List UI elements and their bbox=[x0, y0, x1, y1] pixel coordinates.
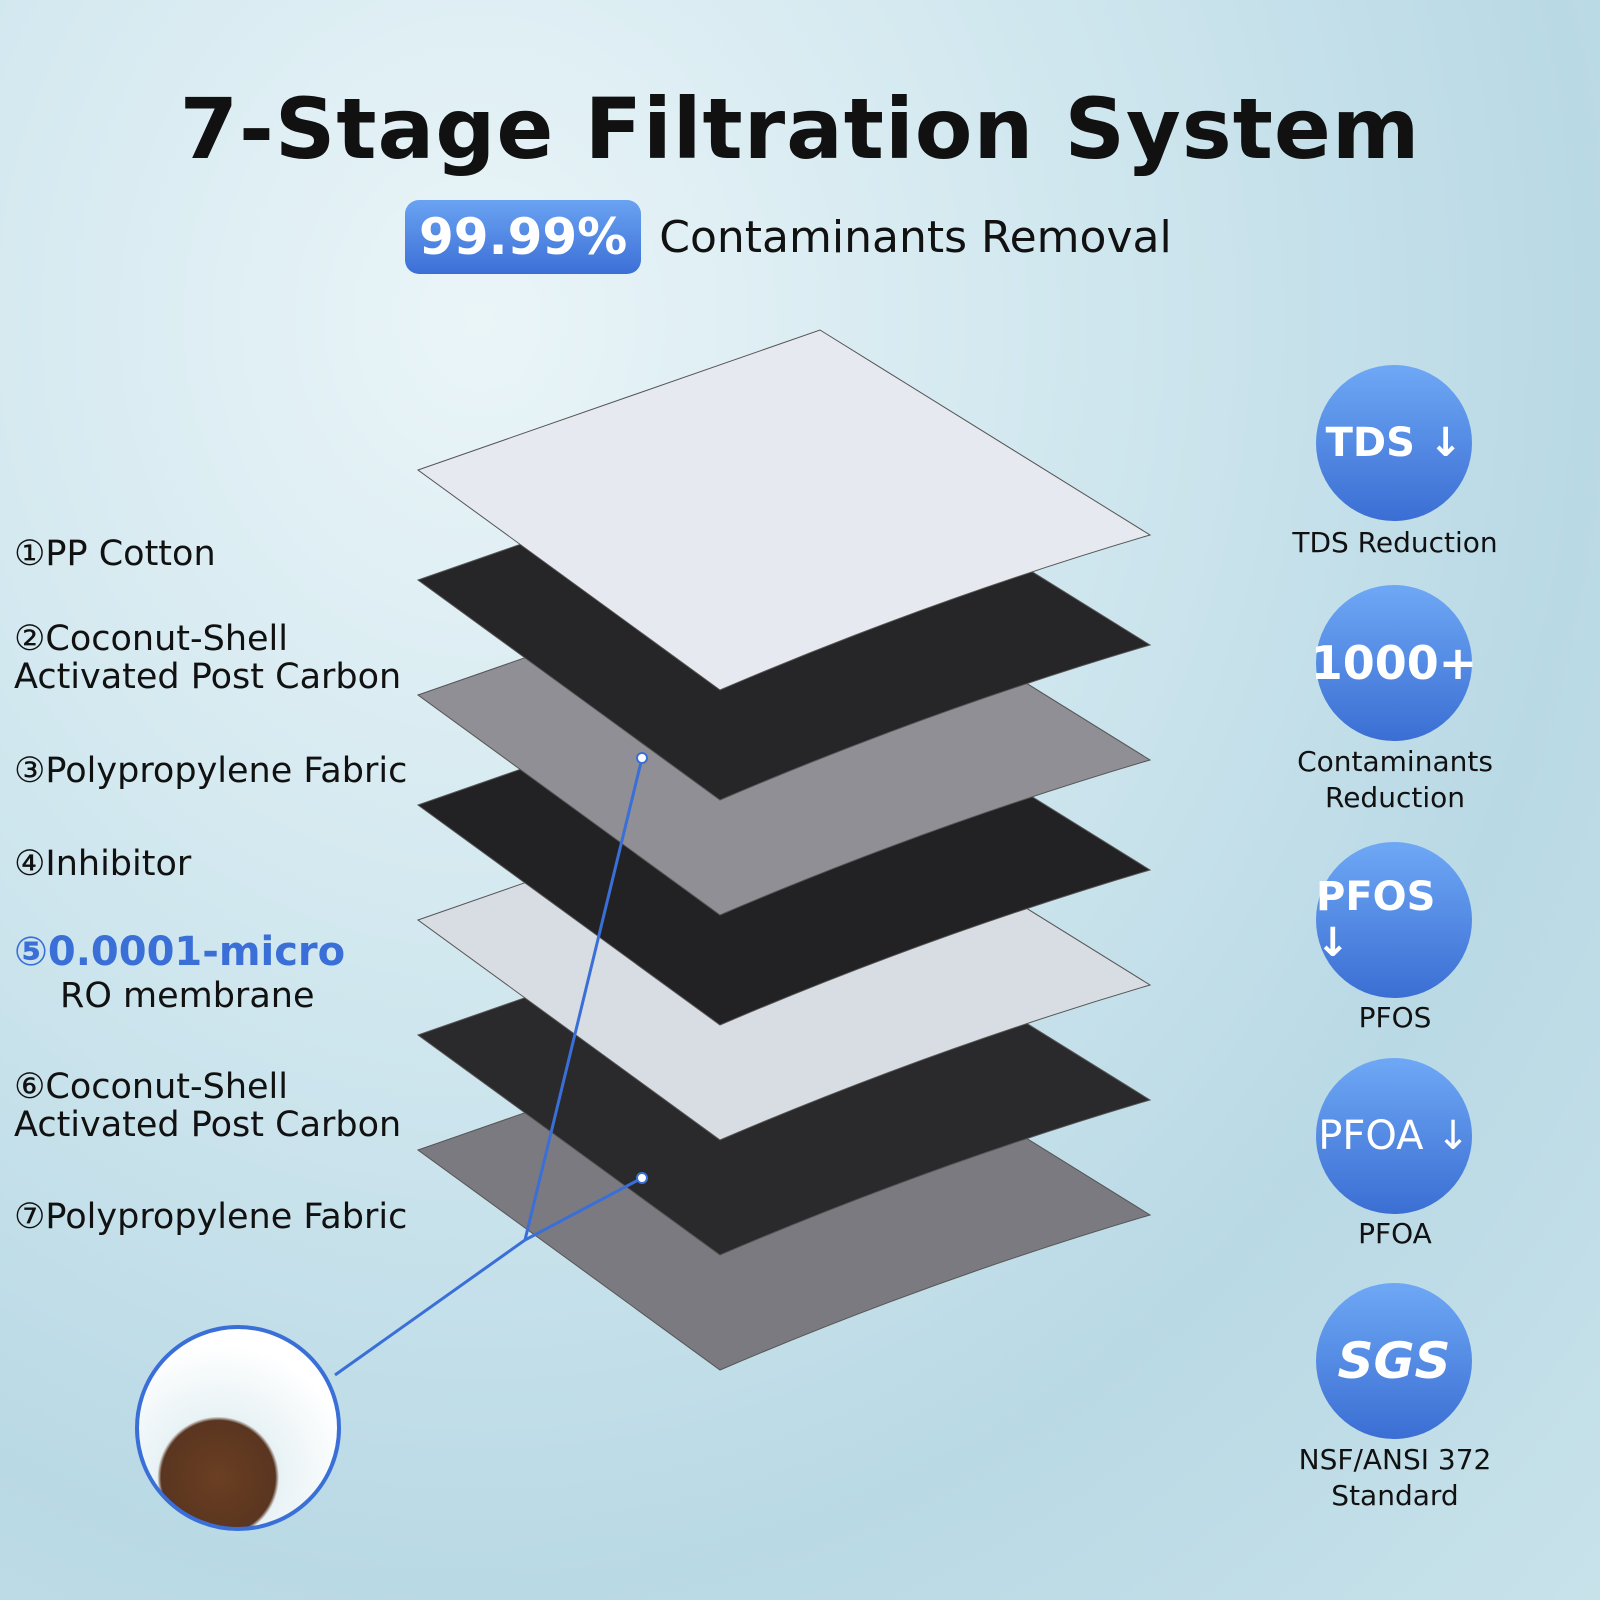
pfoa-badge: PFOA ↓ bbox=[1316, 1058, 1472, 1214]
connector-line bbox=[524, 1176, 643, 1242]
connector-line bbox=[523, 757, 644, 1241]
connector-line bbox=[334, 1238, 526, 1377]
stage-1-label: ①PP Cotton bbox=[14, 534, 216, 574]
stage-4-label: ④Inhibitor bbox=[14, 844, 192, 884]
connector-dot bbox=[636, 1172, 648, 1184]
stage-3-label: ③Polypropylene Fabric bbox=[14, 751, 408, 791]
contaminants-badge: 1000+ bbox=[1311, 585, 1477, 741]
sgs-caption: NSF/ANSI 372 Standard bbox=[1298, 1443, 1492, 1512]
filter-layer-1 bbox=[416, 329, 1152, 691]
stage-5-sublabel: RO membrane bbox=[60, 976, 315, 1016]
subtitle-text: Contaminants Removal bbox=[659, 211, 1172, 263]
pfos-caption: PFOS bbox=[1358, 1001, 1432, 1034]
tds-caption: TDS Reduction bbox=[1292, 526, 1498, 559]
stage-7-label: ⑦Polypropylene Fabric bbox=[14, 1197, 408, 1237]
subtitle: 99.99% Contaminants Removal bbox=[405, 200, 1172, 274]
stage-5-label: ⑤0.0001-micro bbox=[14, 929, 346, 975]
tds-badge: TDS ↓ bbox=[1316, 365, 1472, 521]
sgs-badge: SGS bbox=[1316, 1283, 1472, 1439]
contaminants-caption: Contaminants Reduction bbox=[1297, 745, 1493, 814]
coconut-image bbox=[135, 1325, 341, 1531]
pfos-badge: PFOS ↓ bbox=[1316, 842, 1472, 998]
page-title: 7-Stage Filtration System bbox=[179, 80, 1421, 178]
connector-dot bbox=[636, 752, 648, 764]
pfoa-caption: PFOA bbox=[1358, 1217, 1432, 1250]
removal-badge: 99.99% bbox=[405, 200, 642, 274]
